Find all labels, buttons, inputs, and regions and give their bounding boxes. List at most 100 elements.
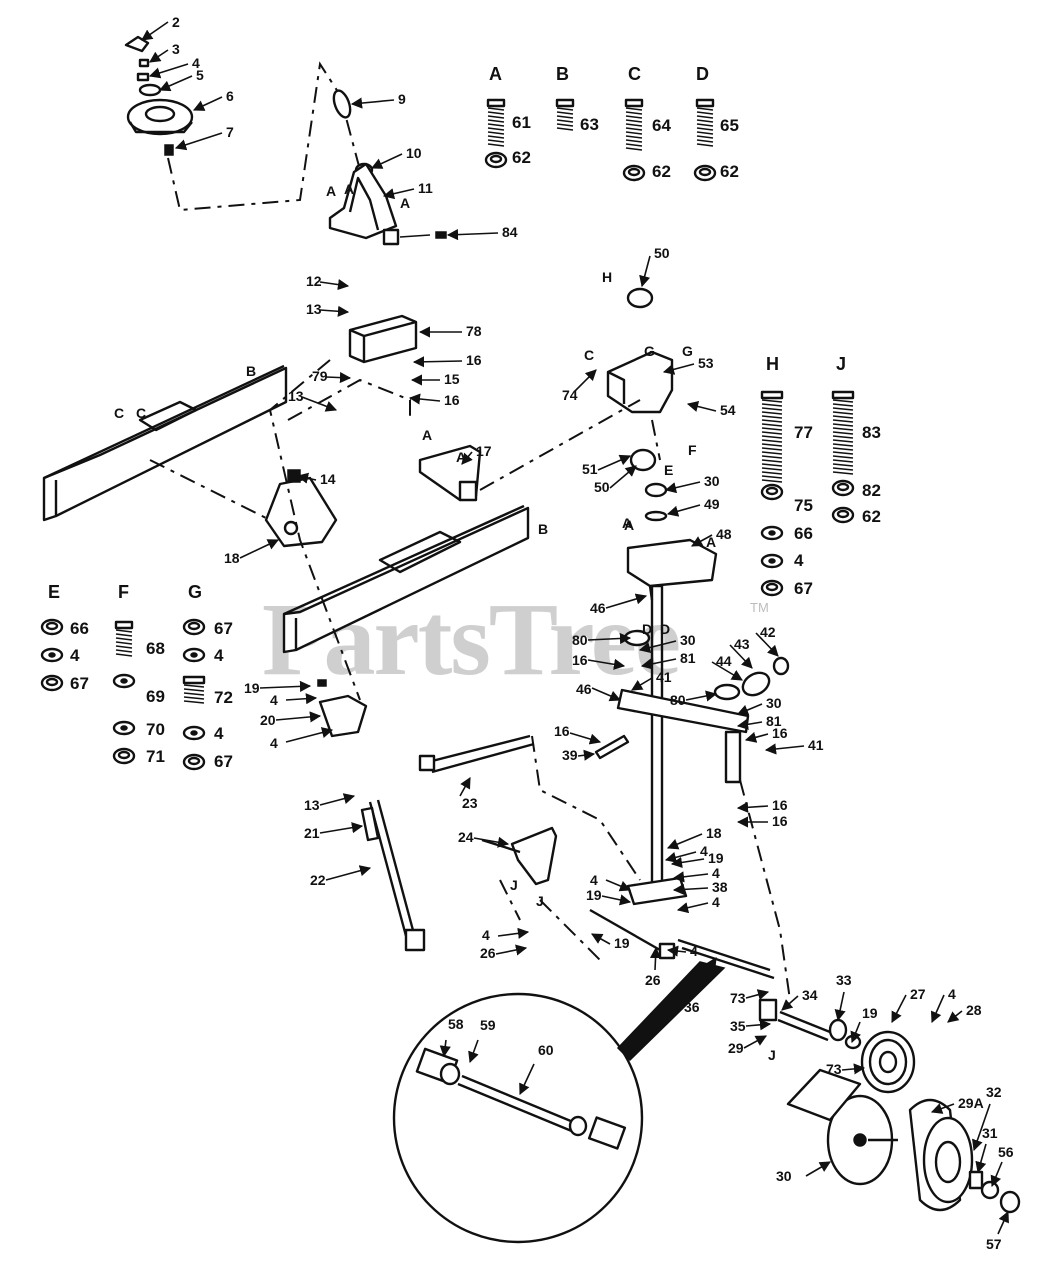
group-C-title: C (628, 64, 641, 84)
watermark-trademark: TM (750, 600, 769, 615)
group-H-part-75: 75 (794, 496, 813, 515)
callout-41: 41 (808, 737, 824, 753)
callout-53: 53 (698, 355, 714, 371)
callout-27: 27 (910, 986, 926, 1002)
callout-4: 4 (712, 894, 720, 910)
group-F-part-69: 69 (146, 687, 165, 706)
ref-letter-G: G (682, 343, 693, 359)
callout-4: 4 (270, 735, 278, 751)
ref-letter-A: A (624, 517, 634, 533)
callout-16: 16 (772, 725, 788, 741)
callout-6: 6 (226, 88, 234, 104)
callout-26: 26 (480, 945, 496, 961)
callout-32: 32 (986, 1084, 1002, 1100)
ref-letter-C: C (584, 347, 594, 363)
callout-4: 4 (948, 986, 956, 1002)
callout-46: 46 (590, 600, 606, 616)
group-E-part-66: 66 (70, 619, 89, 638)
callout-26: 26 (645, 972, 661, 988)
callout-28: 28 (966, 1002, 982, 1018)
ref-letter-B: B (538, 521, 548, 537)
callout-4: 4 (690, 943, 698, 959)
callout-78: 78 (466, 323, 482, 339)
callout-4: 4 (482, 927, 490, 943)
callout-9: 9 (398, 91, 406, 107)
drag-link-22 (360, 799, 426, 952)
ref-letter-A: A (422, 427, 432, 443)
ref-letter-A: A (326, 183, 336, 199)
callout-41: 41 (656, 669, 672, 685)
group-H-part-66: 66 (794, 524, 813, 543)
callout-80: 80 (572, 632, 588, 648)
callout-3: 3 (172, 41, 180, 57)
group-E-title: E (48, 582, 60, 602)
callout-49: 49 (704, 496, 720, 512)
callout-30: 30 (704, 473, 720, 489)
ref-letter-A: A (400, 195, 410, 211)
callout-29A: 29A (958, 1095, 984, 1111)
callout-30: 30 (680, 632, 696, 648)
pivot-bracket (264, 469, 338, 548)
hardware-groups (40, 98, 855, 771)
callout-84: 84 (502, 224, 518, 240)
group-H-part-4: 4 (794, 551, 804, 570)
callout-14: 14 (320, 471, 336, 487)
spindle-36 (758, 998, 862, 1050)
callout-46: 46 (576, 681, 592, 697)
callout-30: 30 (766, 695, 782, 711)
callout-59: 59 (480, 1017, 496, 1033)
callout-34: 34 (802, 987, 818, 1003)
callout-35: 35 (730, 1018, 746, 1034)
callout-4: 4 (700, 843, 708, 859)
callout-80: 80 (670, 692, 686, 708)
group-labels: A6162B63C6462D6562H777566467J838262E6646… (48, 64, 881, 771)
callout-29: 29 (728, 1040, 744, 1056)
group-D-part-65: 65 (720, 116, 739, 135)
callout-58: 58 (448, 1016, 464, 1032)
group-B-part-63: 63 (580, 115, 599, 134)
group-G-title: G (188, 582, 202, 602)
callout-33: 33 (836, 972, 852, 988)
group-H-part-77: 77 (794, 423, 813, 442)
ref-letter-J: J (768, 1047, 776, 1063)
callout-4: 4 (192, 55, 200, 71)
callout-16: 16 (444, 392, 460, 408)
ref-letter-D: D (642, 621, 652, 637)
callout-48: 48 (716, 526, 732, 542)
ref-letter-A: A (344, 181, 354, 197)
ref-letter-J: J (536, 893, 544, 909)
callout-50: 50 (594, 479, 610, 495)
group-G-part-4: 4 (214, 724, 224, 743)
callout-73: 73 (730, 990, 746, 1006)
group-A-title: A (489, 64, 502, 84)
callout-19: 19 (708, 850, 724, 866)
group-F-title: F (118, 582, 129, 602)
ref-letter-F: F (688, 442, 697, 458)
ref-letter-E: E (664, 462, 673, 478)
callout-24: 24 (458, 829, 474, 845)
callout-13: 13 (306, 301, 322, 317)
spindle-bracket-48 (626, 482, 718, 888)
callout-16: 16 (466, 352, 482, 368)
group-D-part-62: 62 (720, 162, 739, 181)
callout-81: 81 (766, 713, 782, 729)
callout-labels: 2345679101184121378167913151614181750535… (141, 14, 1014, 1252)
group-J-part-62: 62 (862, 507, 881, 526)
callout-19: 19 (862, 1005, 878, 1021)
upper-bracket-53 (606, 287, 674, 472)
group-E-part-67: 67 (70, 674, 89, 693)
group-E-part-4: 4 (70, 646, 80, 665)
group-B-title: B (556, 64, 569, 84)
wheel-tire-29 (826, 1094, 1021, 1214)
tie-rod-23 (418, 734, 535, 774)
lower-bracket-38 (626, 876, 688, 906)
callout-19: 19 (244, 680, 260, 696)
callout-13: 13 (304, 797, 320, 813)
callout-19: 19 (586, 887, 602, 903)
callout-5: 5 (196, 67, 204, 83)
group-G-part-67: 67 (214, 619, 233, 638)
group-J-part-82: 82 (862, 481, 881, 500)
hub-28 (860, 1030, 916, 1094)
